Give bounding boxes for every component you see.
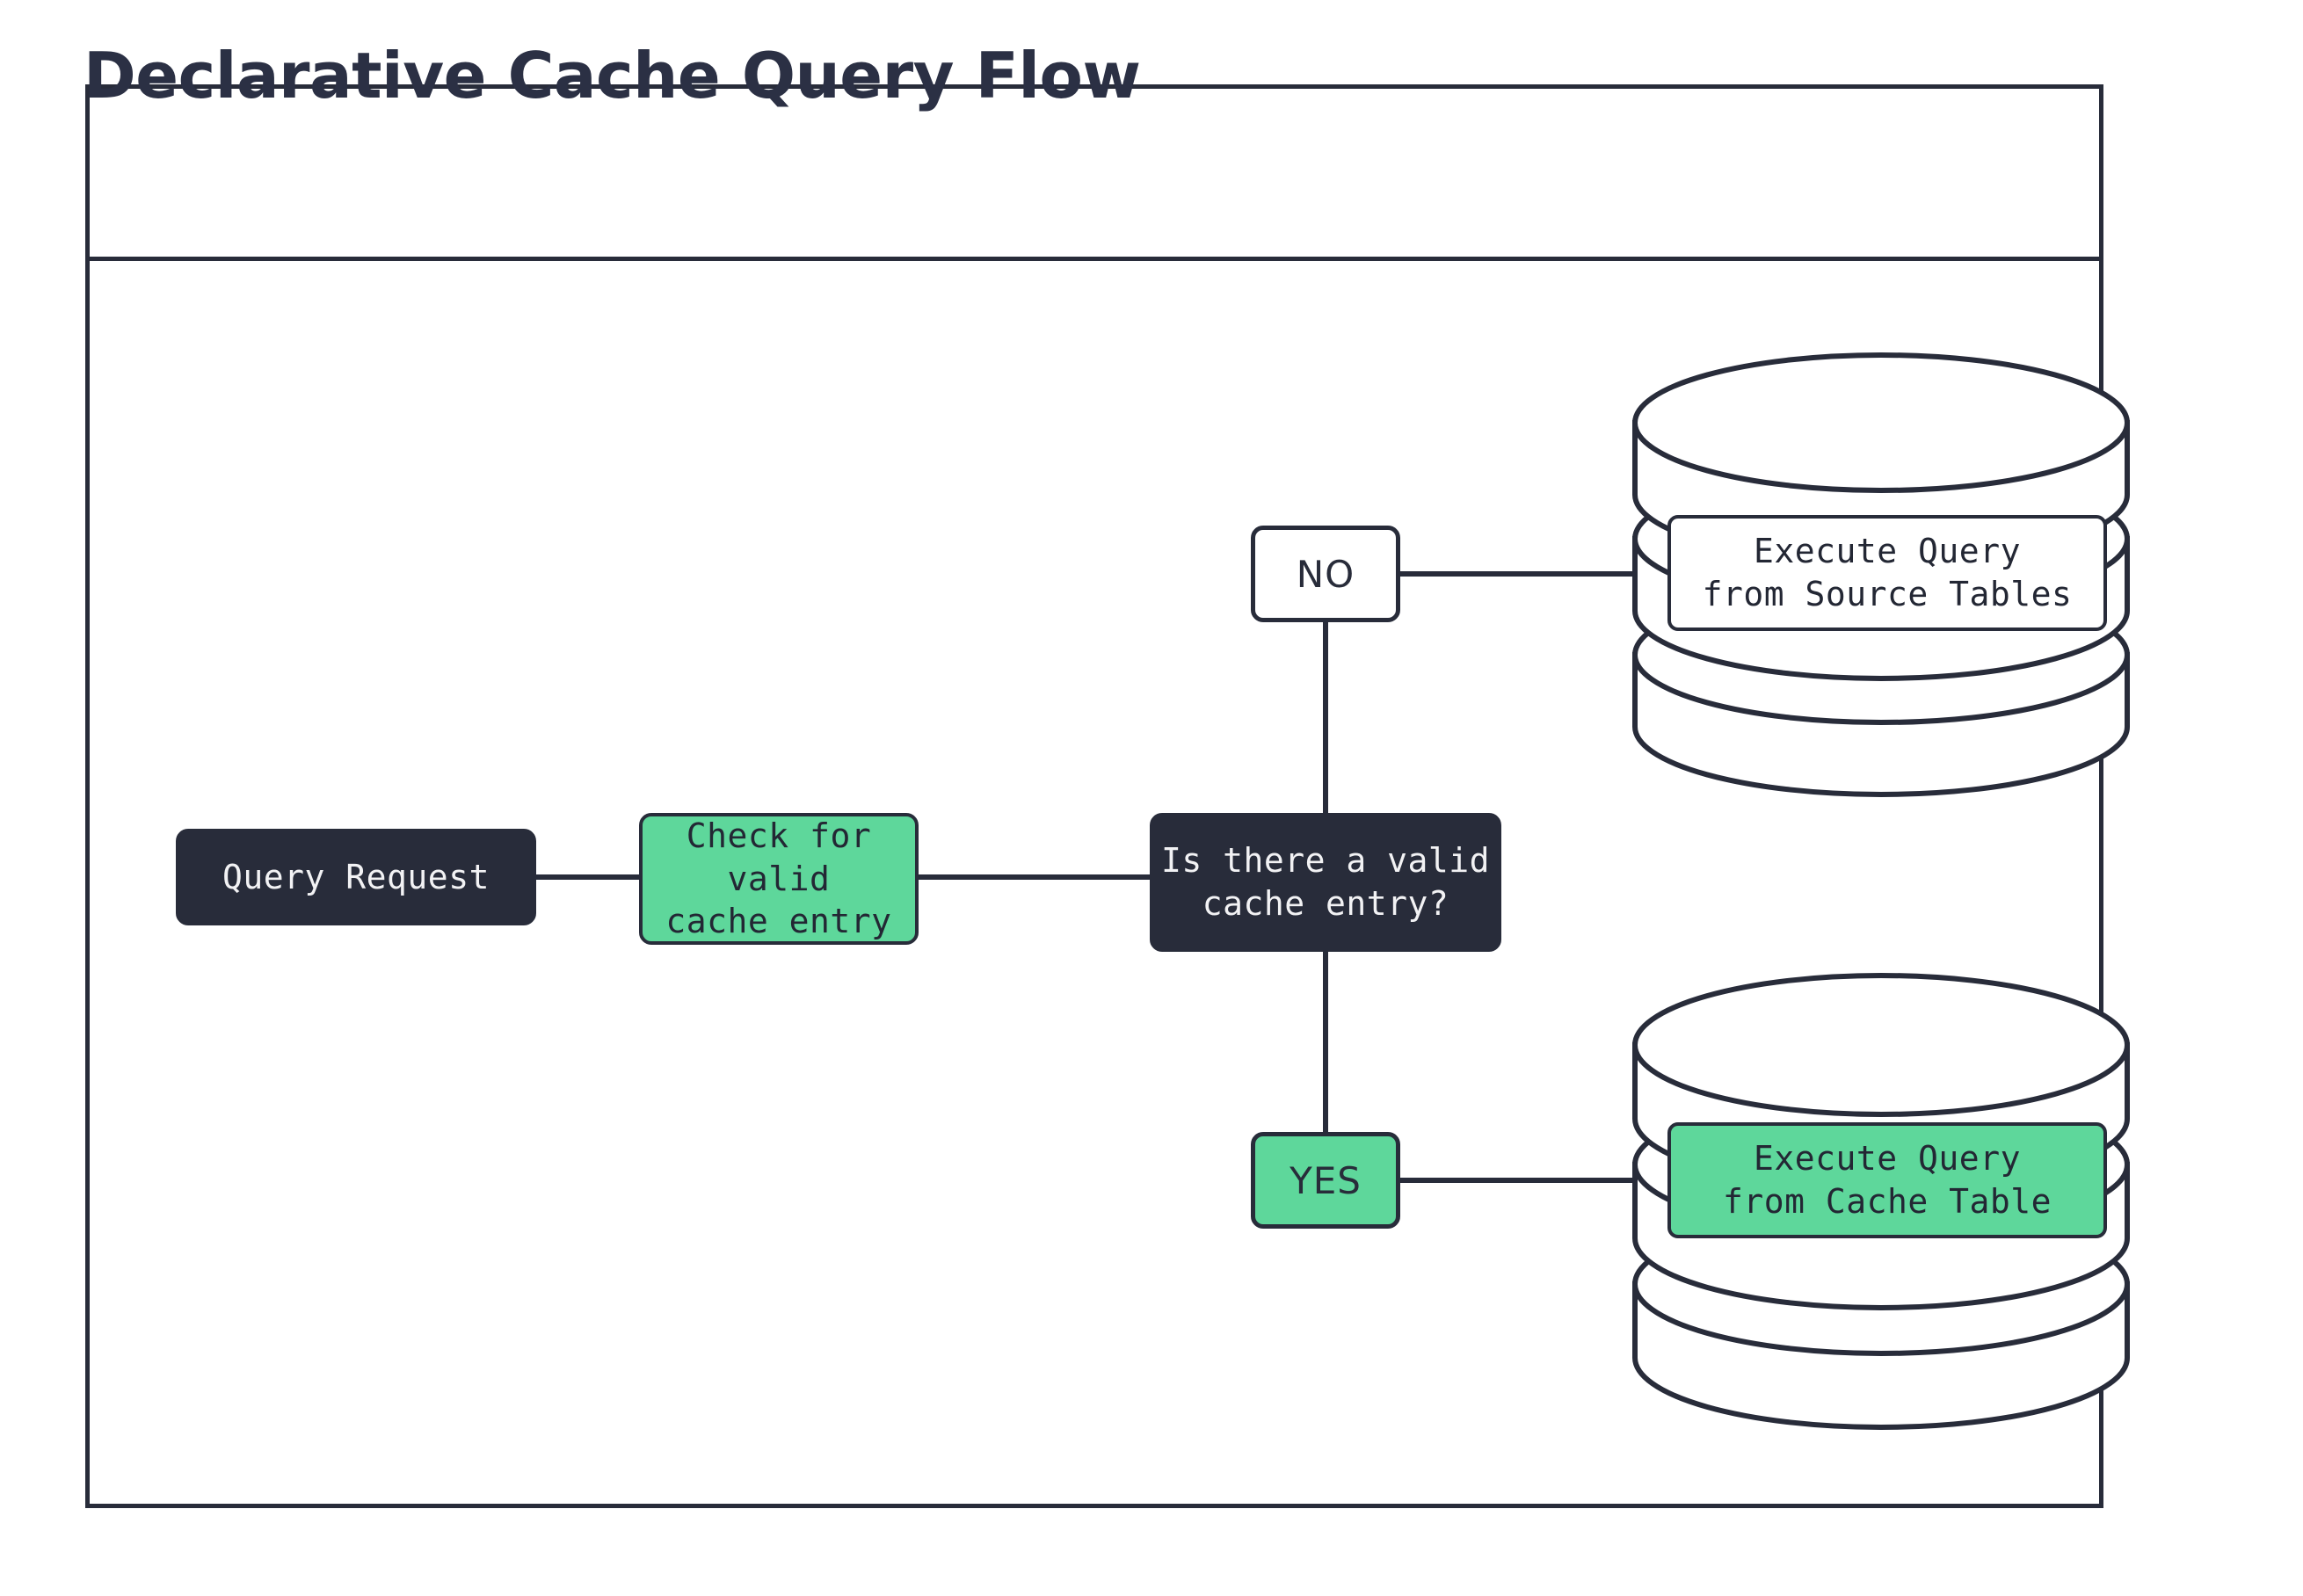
node-execute-query-source-tables[interactable]: Execute Query from Source Tables [1667, 515, 2107, 631]
branch-label-yes[interactable]: YES [1251, 1132, 1400, 1229]
node-query-request[interactable]: Query Request [176, 829, 536, 925]
page-title: Declarative Cache Query Flow [84, 39, 1141, 112]
node-check-cache-entry[interactable]: Check for valid cache entry [639, 813, 919, 945]
diagram-frame [85, 84, 2103, 1508]
node-decision-valid-cache-entry[interactable]: Is there a valid cache entry? [1150, 813, 1501, 952]
diagram-header [90, 89, 2099, 261]
node-execute-query-cache-table[interactable]: Execute Query from Cache Table [1667, 1122, 2107, 1238]
branch-label-no[interactable]: NO [1251, 526, 1400, 622]
